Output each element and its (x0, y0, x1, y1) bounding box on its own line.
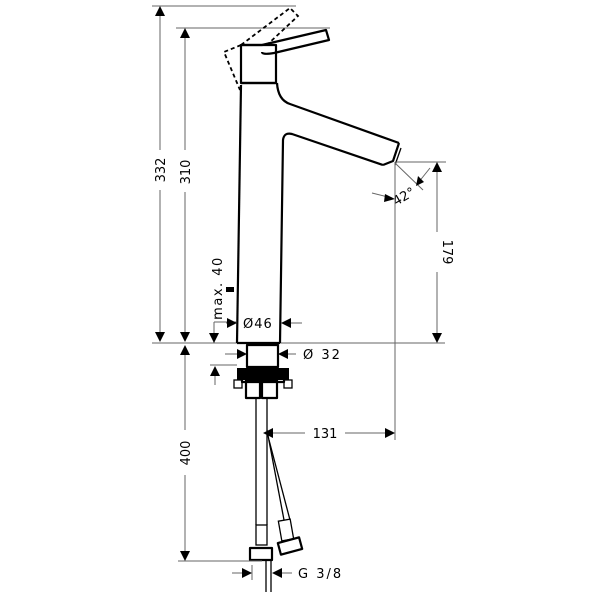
label-diameter-32: Ø 32 (303, 348, 342, 363)
mounting-assembly (233, 343, 293, 400)
dimension-hose-length: 400 (178, 345, 262, 562)
label-max-40: max. 40 (211, 256, 226, 320)
label-400: 400 (179, 441, 194, 466)
dimension-spout-angle: 42° (371, 162, 431, 209)
label-179: 179 (439, 240, 454, 265)
label-g-3-8: G 3/8 (298, 567, 343, 582)
dimension-body-diameter: Ø46 (226, 317, 302, 332)
dimension-spout-height: 179 (394, 161, 454, 440)
dimension-spout-reach: 131 (263, 427, 395, 442)
dimension-max-counter: max. 40 (209, 256, 236, 343)
dimension-thread: G 3/8 (232, 565, 343, 582)
label-diameter-46: Ø46 (243, 317, 273, 332)
label-332: 332 (154, 158, 169, 183)
dimension-mount-offset (210, 364, 237, 385)
label-310: 310 (179, 160, 194, 185)
supply-hoses (248, 398, 304, 592)
faucet-body (222, 6, 402, 345)
dimension-handle-height: 310 (176, 27, 330, 342)
label-131: 131 (313, 427, 338, 442)
dimension-total-height: 332 (152, 5, 296, 342)
dimension-shank-diameter: Ø 32 (225, 348, 342, 363)
